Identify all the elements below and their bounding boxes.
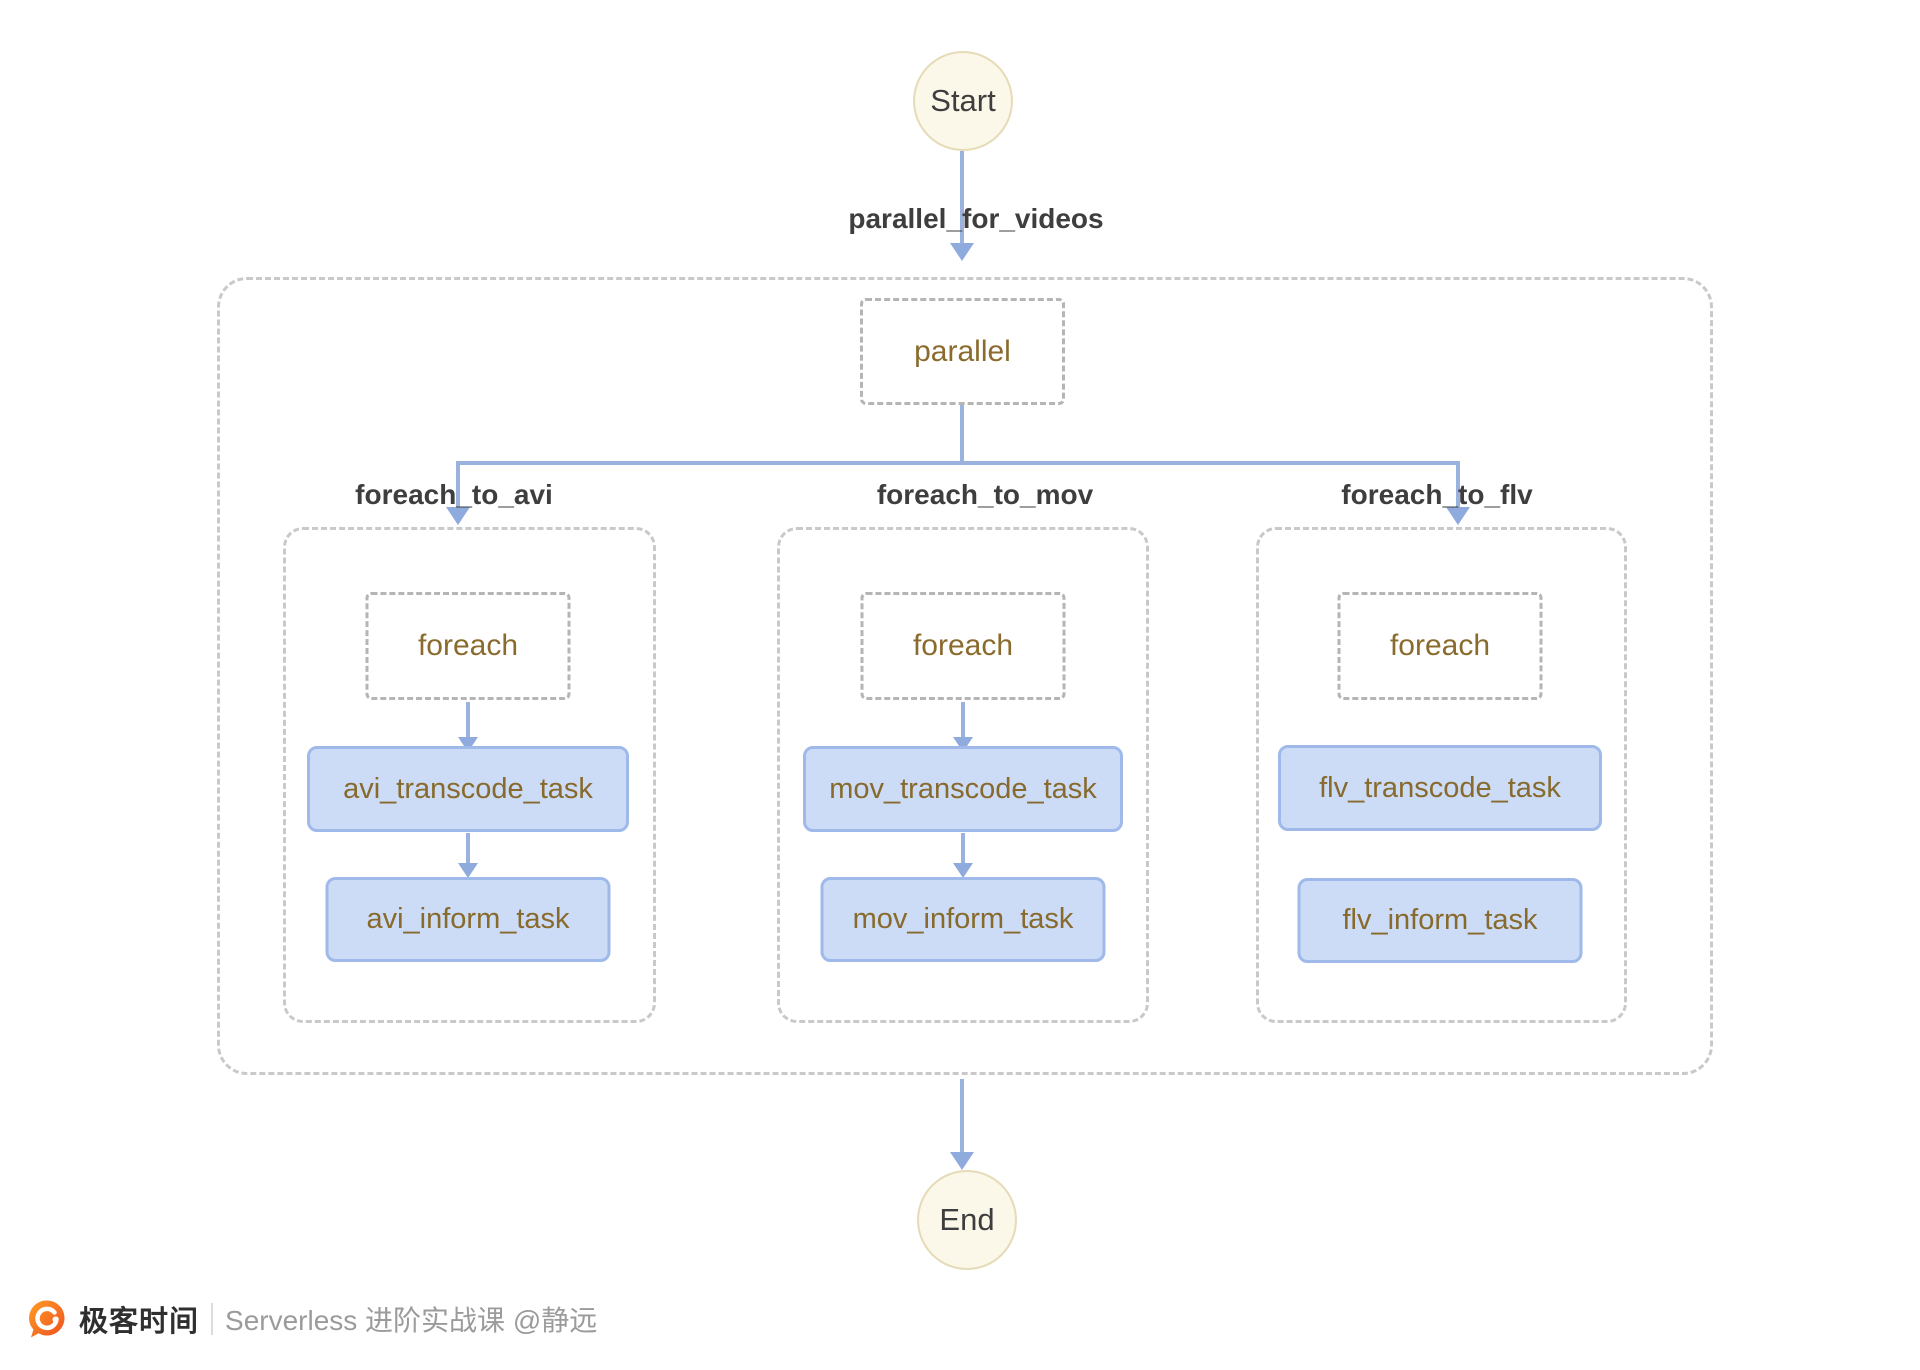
branch-right-arrow-head-icon (1446, 507, 1470, 525)
start-arrow-head-icon (950, 243, 974, 261)
foreach-group-avi (283, 527, 656, 1023)
task-node-flv-inform: flv_inform_task (1297, 878, 1583, 963)
task-node-flv-transcode: flv_transcode_task (1278, 745, 1602, 831)
task-label-avi-inform: avi_inform_task (366, 903, 570, 935)
geektime-logo-icon (28, 1300, 65, 1338)
parallel-step-label: parallel (914, 334, 1011, 368)
branch-label-flv: foreach_to_flv (1341, 479, 1533, 510)
footer-divider (211, 1303, 214, 1335)
mov-arrow2-head-icon (953, 863, 973, 878)
avi-arrow1-line (466, 702, 470, 738)
task-label-flv-transcode: flv_transcode_task (1319, 771, 1561, 804)
branch-label-avi: foreach_to_avi (355, 479, 553, 510)
branch-label-mov: foreach_to_mov (876, 479, 1094, 510)
parallel-group-container (217, 277, 1713, 1075)
branch-connector-bar (456, 461, 1460, 465)
branch-connector-left-drop (456, 461, 460, 508)
task-node-avi-transcode: avi_transcode_task (307, 746, 629, 832)
task-label-flv-inform: flv_inform_task (1342, 904, 1538, 936)
end-arrow-line (960, 1079, 964, 1153)
start-arrow-line (960, 151, 964, 243)
mov-arrow2-line (961, 833, 965, 864)
start-node: Start (913, 51, 1013, 151)
end-node: End (917, 1170, 1017, 1270)
parallel-for-videos-label: parallel_for_videos (848, 203, 1104, 234)
foreach-step-node-avi: foreach (365, 592, 571, 700)
task-node-mov-inform: mov_inform_task (820, 877, 1106, 962)
task-node-mov-transcode: mov_transcode_task (803, 746, 1123, 832)
task-label-mov-inform: mov_inform_task (852, 903, 1074, 935)
footer-brand-label: 极客时间 (79, 1306, 200, 1338)
foreach-step-label-flv: foreach (1389, 629, 1491, 662)
branch-left-arrow-head-icon (446, 507, 470, 525)
footer-course-label: Serverless 进阶实战课 @静远 (225, 1305, 598, 1336)
foreach-step-label-mov: foreach (912, 629, 1014, 662)
mov-arrow1-line (961, 702, 965, 738)
foreach-step-label-avi: foreach (417, 629, 519, 662)
footer: 极客时间 Serverless 进阶实战课 @静远 (27, 1298, 597, 1340)
end-node-label: End (939, 1202, 995, 1237)
task-label-mov-transcode: mov_transcode_task (829, 772, 1097, 805)
parallel-step-node: parallel (860, 298, 1065, 405)
branch-connector-stem (960, 405, 964, 463)
foreach-step-node-flv: foreach (1337, 592, 1543, 700)
end-arrow-head-icon (950, 1152, 974, 1170)
foreach-step-node-mov: foreach (860, 592, 1066, 700)
start-node-label: Start (930, 83, 996, 118)
task-label-avi-transcode: avi_transcode_task (343, 772, 593, 805)
branch-connector-right-drop (1456, 461, 1460, 508)
task-node-avi-inform: avi_inform_task (325, 877, 611, 962)
foreach-group-mov (777, 527, 1149, 1023)
avi-arrow2-line (466, 833, 470, 864)
foreach-group-flv (1256, 527, 1627, 1023)
avi-arrow2-head-icon (458, 863, 478, 878)
